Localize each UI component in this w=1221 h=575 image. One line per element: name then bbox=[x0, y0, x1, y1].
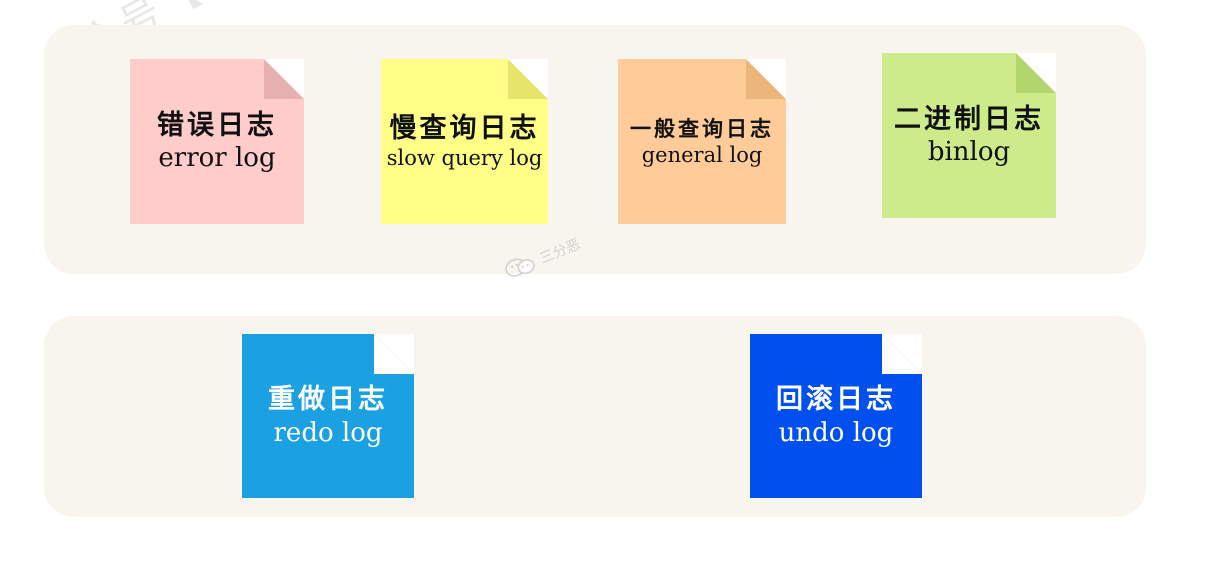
page-fold bbox=[508, 59, 548, 99]
note-title-zh: 回滚日志 bbox=[776, 383, 896, 415]
error-log-note: 错误日志 error log bbox=[130, 59, 304, 224]
note-title-zh: 一般查询日志 bbox=[630, 116, 774, 141]
note-title-zh: 慢查询日志 bbox=[389, 112, 540, 144]
note-title-en: general log bbox=[641, 142, 763, 167]
note-title-zh: 重做日志 bbox=[268, 383, 388, 415]
page-fold bbox=[264, 59, 304, 99]
note-title-en: error log bbox=[158, 143, 276, 174]
redo-log-note: 重做日志 redo log bbox=[242, 334, 414, 498]
center-watermark: 三分恶 bbox=[501, 233, 583, 283]
note-title-en: binlog bbox=[927, 137, 1011, 168]
page-fold bbox=[882, 334, 922, 374]
undo-log-note: 回滚日志 undo log bbox=[750, 334, 922, 498]
page-fold bbox=[746, 59, 786, 99]
wechat-icon bbox=[505, 258, 535, 277]
note-title-en: redo log bbox=[273, 417, 383, 448]
page-fold bbox=[374, 334, 414, 374]
innodb-logs-panel bbox=[44, 316, 1146, 517]
general-log-note: 一般查询日志 general log bbox=[618, 59, 786, 224]
note-title-zh: 二进制日志 bbox=[894, 103, 1044, 135]
note-title-en: undo log bbox=[778, 417, 894, 448]
note-title-zh: 错误日志 bbox=[157, 109, 277, 141]
note-title-en: slow query log bbox=[386, 146, 543, 171]
page-fold bbox=[1016, 53, 1056, 93]
binlog-note: 二进制日志 binlog bbox=[882, 53, 1056, 218]
slow-query-log-note: 慢查询日志 slow query log bbox=[381, 59, 548, 224]
